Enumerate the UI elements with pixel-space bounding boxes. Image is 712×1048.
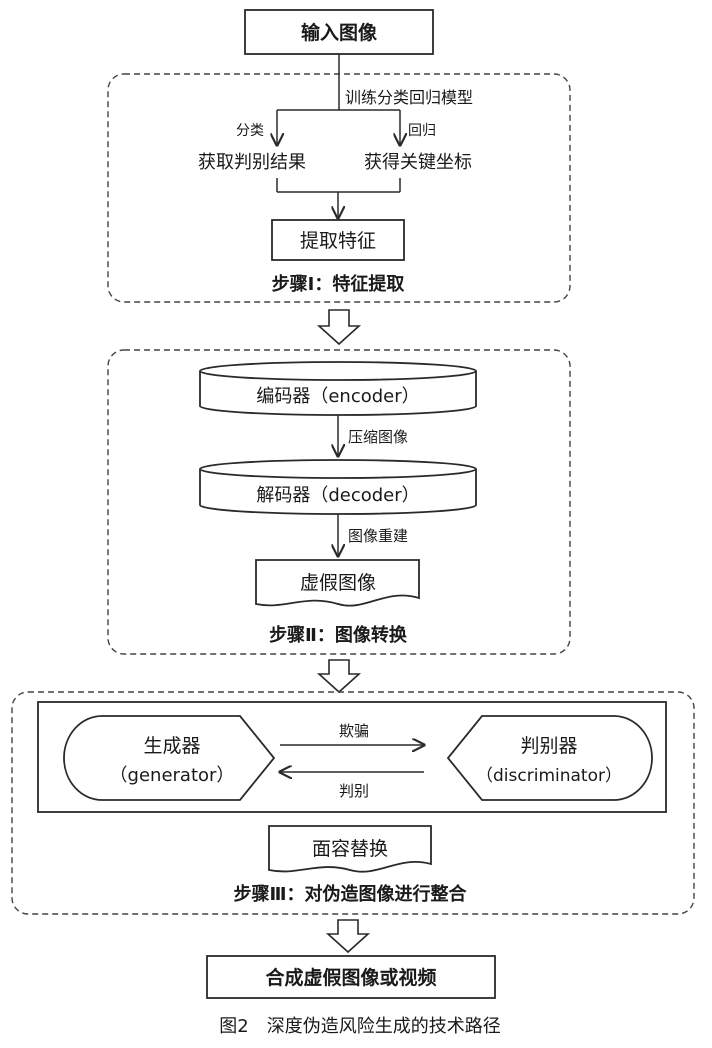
decoder-cylinder: [199, 469, 477, 515]
hollow-arrow-3: [325, 919, 371, 954]
face-swap-document: [268, 825, 432, 873]
input-image-box: [244, 9, 434, 55]
train-model-label: 训练分类回归模型: [345, 88, 473, 107]
face-swap-label: 面容替换: [312, 838, 388, 860]
encoder-cylinder: [199, 371, 477, 416]
fake-image-document: [255, 559, 420, 607]
output-label: 合成虚假图像或视频: [265, 966, 436, 989]
step3-group: [11, 691, 695, 915]
step2-title: 步骤Ⅱ：图像转换: [269, 624, 408, 646]
encoder-cylinder-top: [199, 361, 477, 381]
compress-label: 压缩图像: [348, 428, 408, 446]
discriminator-en-label: （discriminator）: [476, 766, 622, 786]
figure-caption: 图2 深度伪造风险生成的技术路径: [219, 1016, 500, 1037]
regress-label: 回归: [408, 122, 436, 139]
keypoints-label: 获得关键坐标: [364, 152, 472, 173]
decoder-label: 解码器（decoder）: [256, 485, 419, 506]
input-image-label: 输入图像: [301, 21, 378, 44]
output-box: [206, 955, 496, 999]
deceive-label: 欺骗: [339, 722, 369, 740]
fake-image-label: 虚假图像: [300, 572, 376, 594]
step3-title: 步骤Ⅲ：对伪造图像进行整合: [233, 883, 467, 905]
result-label: 获取判别结果: [198, 152, 306, 173]
encoder-label: 编码器（encoder）: [256, 386, 419, 407]
classify-label: 分类: [236, 123, 264, 139]
generator-en-label: （generator）: [110, 765, 235, 786]
step2-group: [107, 349, 571, 655]
discriminator-shape: [446, 715, 653, 801]
extract-features-box: [271, 219, 405, 261]
generator-label: 生成器: [143, 735, 200, 757]
extract-features-label: 提取特征: [300, 230, 376, 252]
hollow-arrow-1: [316, 309, 362, 346]
discriminator-label: 判别器: [520, 735, 577, 757]
hollow-arrow-2: [316, 659, 362, 694]
step1-title: 步骤Ⅰ：特征提取: [272, 273, 406, 295]
decoder-cylinder-top: [199, 459, 477, 479]
discriminate-label: 判别: [339, 782, 369, 800]
generator-shape: [63, 715, 276, 801]
rebuild-label: 图像重建: [348, 527, 408, 545]
